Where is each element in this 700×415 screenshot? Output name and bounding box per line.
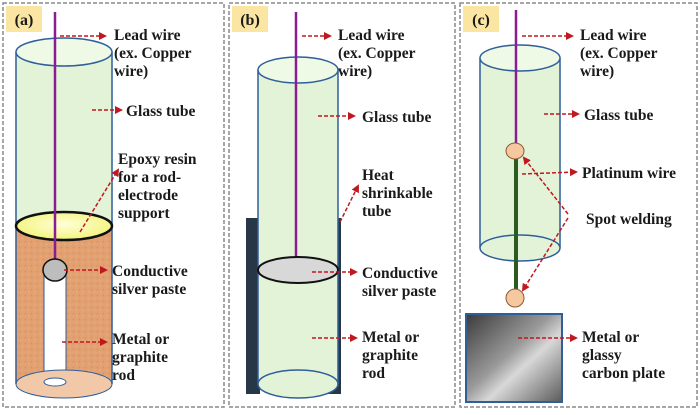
panel-a-arrow-epoxy [79, 168, 120, 233]
panel-a: (a) Lead wire (ex. Copper wire) G [2, 2, 225, 408]
panel-a-annotation-lead-wire: Lead wire (ex. Copper wire) [114, 27, 195, 80]
panel-c-top-weld [505, 142, 525, 160]
panel-a-annotation-silver-paste: Conductive silver paste [112, 263, 192, 298]
panel-c-annotation-spot-welding: Spot welding [586, 211, 672, 228]
panel-a-inner-rod [43, 269, 67, 381]
panel-c-bottom-ellipse [479, 234, 561, 262]
panel-b-badge [232, 6, 268, 32]
panel-c-annotation-plate: Metal or glassy carbon plate [582, 329, 665, 382]
panel-b-annotation-glass-tube: Glass tube [362, 109, 431, 126]
panel-c-glass-body [480, 58, 560, 261]
panel-a-annotation-epoxy: Epoxy resin for a rod- electrode support [118, 151, 200, 222]
panel-a-silver-paste [42, 258, 68, 282]
panel-b-shrink-tube-left [246, 218, 260, 394]
panel-a-annotation-rod: Metal or graphite rod [112, 331, 173, 384]
panel-a-badge [6, 6, 42, 32]
panel-c-arrow-platinum [521, 168, 578, 177]
panel-c-annotation-lead-wire: Lead wire (ex. Copper wire) [580, 27, 661, 80]
panel-c-arrow-weld-bottom [521, 217, 569, 292]
panel-b-bottom-ellipse [257, 369, 339, 399]
panel-c: (c) Lead wire (ex. Copper wire) Glass tu… [459, 2, 698, 408]
panel-c-bottom-weld [505, 288, 525, 308]
panel-a-rod-end [43, 377, 67, 387]
panel-b-annotation-shrink-tube: Heat shrinkable tube [362, 167, 437, 220]
panel-b: (b) Lead wire (ex. Copper wire) Glass tu… [228, 2, 456, 408]
panel-a-annotation-glass-tube: Glass tube [126, 103, 195, 120]
panel-a-epoxy-disc [14, 210, 114, 242]
panel-c-plate [465, 313, 563, 403]
panel-b-arrow-shrink [339, 184, 359, 223]
panel-a-tube-top [15, 37, 113, 67]
panel-c-annotation-platinum-wire: Platinum wire [582, 165, 676, 182]
panel-c-annotation-glass-tube: Glass tube [584, 107, 653, 124]
panel-b-annotation-lead-wire: Lead wire (ex. Copper wire) [338, 27, 419, 80]
panel-b-tube-top [257, 56, 339, 84]
panel-a-glass-body [16, 52, 112, 226]
panel-c-tube-top [479, 44, 561, 72]
panel-c-badge [463, 6, 499, 32]
panel-a-label: (a) [15, 12, 34, 29]
panel-b-glass-body [258, 70, 338, 398]
panel-b-annotation-rod: Metal or graphite rod [362, 329, 423, 382]
panel-b-label: (b) [240, 12, 260, 29]
panel-b-annotation-silver-paste: Conductive silver paste [362, 265, 442, 300]
panel-c-label: (c) [472, 12, 490, 29]
panel-b-silver-paste [257, 256, 339, 284]
